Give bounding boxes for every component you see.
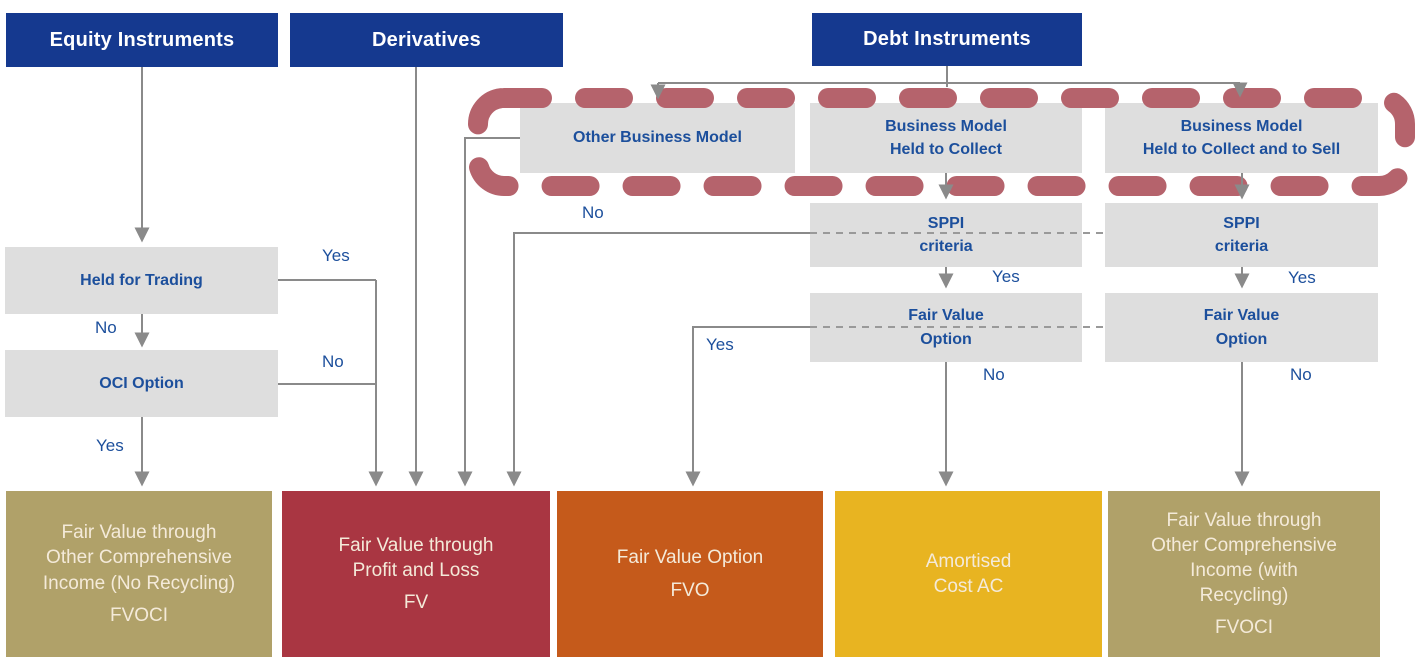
outcome-fair-value-option: Fair Value Option FVO — [557, 491, 823, 657]
outcome-text: Fair Value through Other Comprehensive I… — [42, 522, 236, 594]
edge-label-oci-option-yes: Yes — [96, 436, 124, 455]
header-derivatives: Derivatives — [290, 13, 563, 67]
outcome-fair-value-profit-loss: Fair Value through Profit and Loss FV — [282, 491, 550, 657]
edge-label-held-for-trading-yes: Yes — [322, 246, 350, 265]
edge-label-sppi-no: No — [582, 203, 604, 222]
outcome-text: Fair Value through Other Comprehensive I… — [1151, 509, 1337, 607]
decision-oci-option: OCI Option — [5, 350, 278, 417]
decision-held-for-trading: Held for Trading — [5, 247, 278, 314]
decision-other-business-model: Other Business Model — [520, 103, 795, 173]
edge-label-oci-option-no: No — [322, 352, 344, 371]
decision-fair-value-option-held-to-collect: Fair Value Option — [810, 293, 1082, 362]
edge-label-sppi-mid-yes: Yes — [992, 267, 1020, 286]
outcome-fvoci-with-recycling: Fair Value through Other Comprehensive I… — [1108, 491, 1380, 657]
header-equity-instruments: Equity Instruments — [6, 13, 278, 67]
header-debt-instruments: Debt Instruments — [812, 13, 1082, 66]
edge-label-fvo-yes: Yes — [706, 335, 734, 354]
arrow-other-bm-to-fv — [457, 137, 520, 487]
edge-label-fvo-right-no: No — [1290, 365, 1312, 384]
outcome-text: Fair Value through Profit and Loss — [338, 534, 494, 581]
decision-sppi-criteria-held-to-collect: SPPI criteria — [810, 203, 1082, 267]
outcome-fvoci-no-recycling: Fair Value through Other Comprehensive I… — [6, 491, 272, 657]
arrow-sppi-no-to-fv — [506, 232, 810, 487]
outcome-abbr: FV — [403, 592, 429, 614]
edge-label-held-for-trading-no: No — [95, 318, 117, 337]
outcome-abbr: FVO — [670, 579, 710, 601]
edge-label-sppi-right-yes: Yes — [1288, 268, 1316, 287]
decision-business-model-held-to-collect: Business Model Held to Collect — [810, 103, 1082, 173]
decision-business-model-held-to-collect-and-sell: Business Model Held to Collect and to Se… — [1105, 103, 1378, 173]
outcome-text: Amortised Cost AC — [925, 550, 1012, 597]
outcome-amortised-cost: Amortised Cost AC — [835, 491, 1102, 657]
outcome-abbr: FVOCI — [109, 604, 169, 626]
outcome-text: Fair Value Option — [616, 547, 764, 569]
outcome-abbr: FVOCI — [1214, 617, 1274, 639]
edge-label-fvo-mid-no: No — [983, 365, 1005, 384]
decision-sppi-criteria-held-to-collect-sell: SPPI criteria — [1105, 203, 1378, 267]
decision-fair-value-option-held-to-collect-sell: Fair Value Option — [1105, 293, 1378, 362]
